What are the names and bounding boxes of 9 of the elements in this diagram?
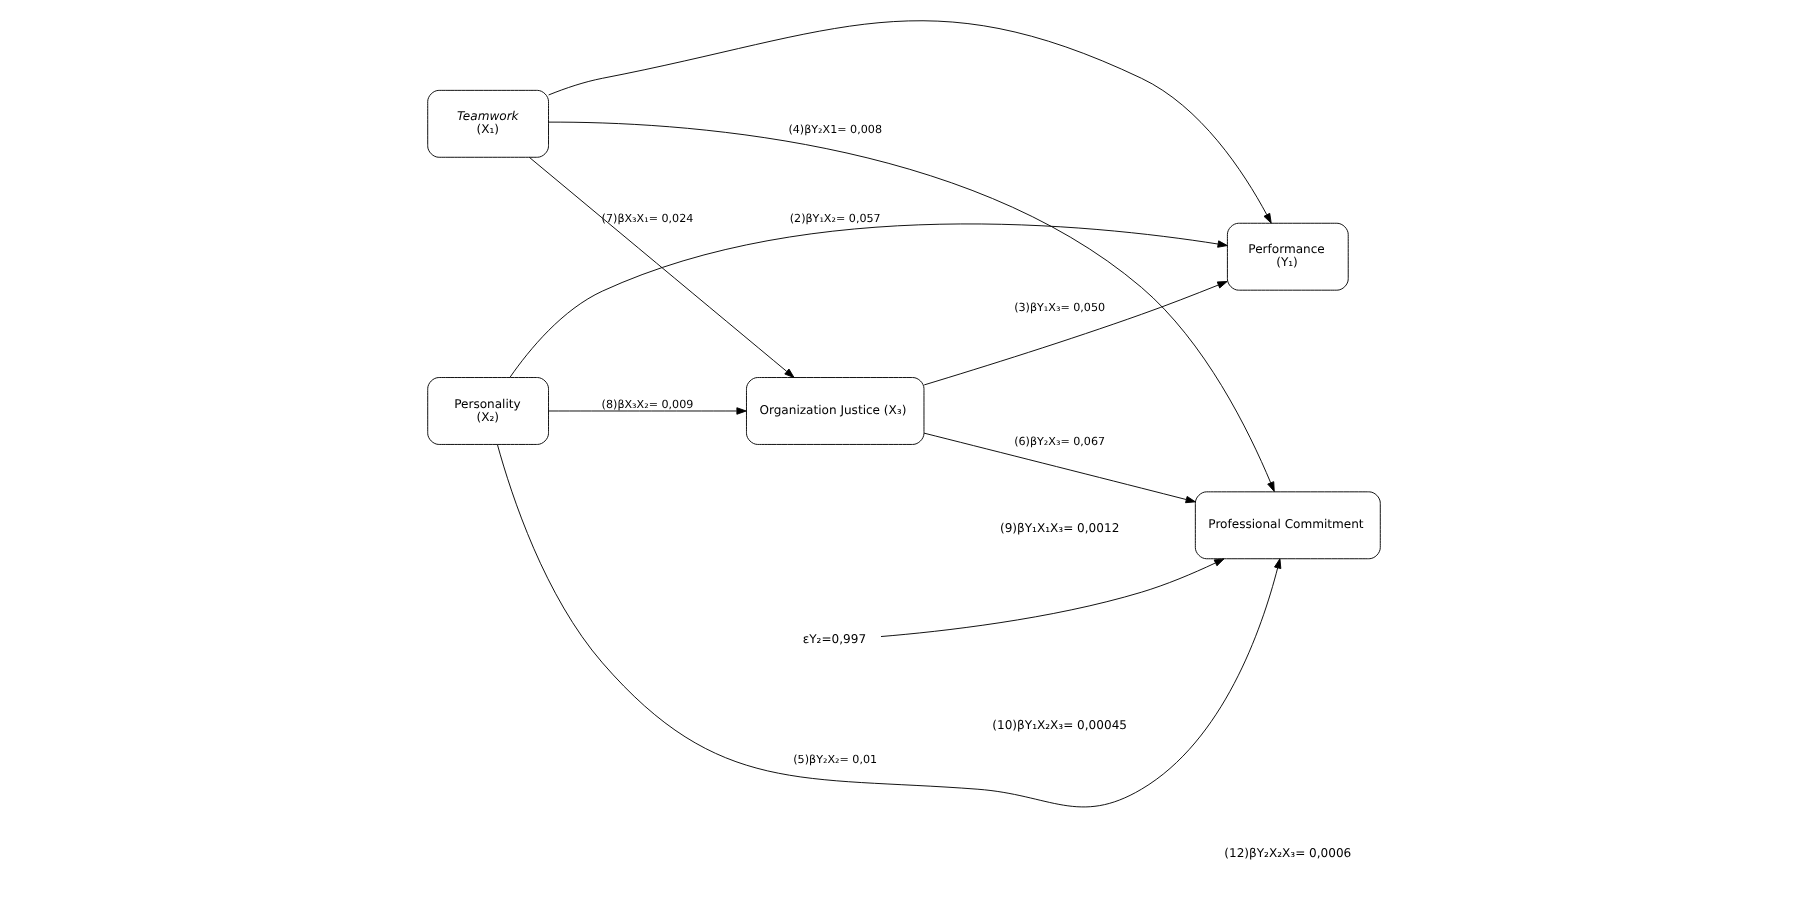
arrow [879, 558, 1224, 637]
arrow [922, 432, 1195, 504]
arrow [547, 20, 1271, 224]
arrow [508, 223, 1227, 378]
arrow [922, 281, 1227, 386]
arrow [547, 407, 746, 415]
arrow [527, 156, 794, 378]
arrow [547, 121, 1274, 492]
arrow [495, 444, 1281, 808]
